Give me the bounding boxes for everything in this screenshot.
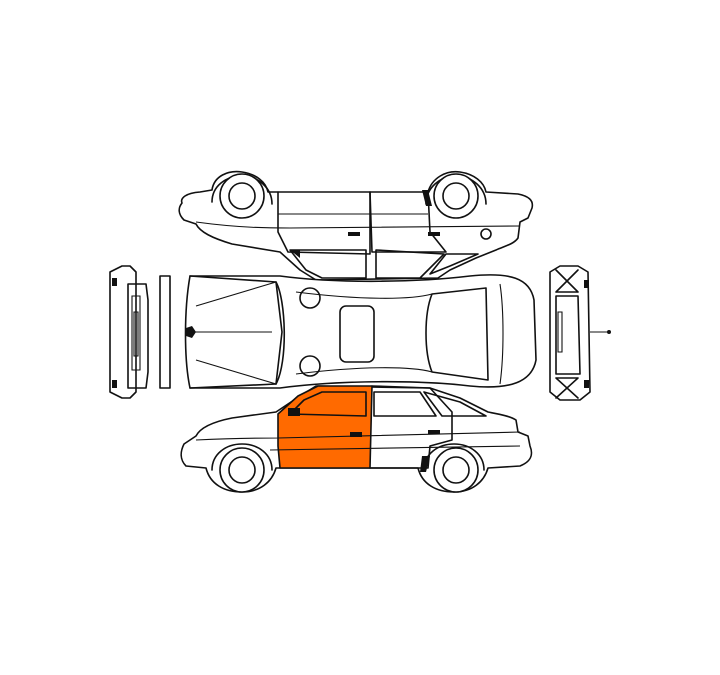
- rear-antenna-tip: [607, 330, 611, 334]
- lower-belt-line: [195, 431, 521, 441]
- rear-trunk: [555, 295, 581, 375]
- upper-rear-corner: [290, 250, 300, 258]
- upper-front-handle: [428, 232, 440, 236]
- plan-rear-window: [425, 287, 489, 381]
- plan-hood: [189, 275, 283, 389]
- front-view: [109, 265, 171, 399]
- lower-front-arch: [211, 443, 273, 471]
- lower-front-hub: [228, 456, 256, 484]
- plan-view: [184, 274, 537, 389]
- lower-pillar-mark: [420, 456, 430, 472]
- upper-quarter-window: [429, 253, 479, 275]
- plan-body-outline: [184, 274, 537, 389]
- rear-top-cross: [555, 269, 579, 293]
- rear-bottom-cross: [555, 377, 579, 399]
- upper-front-door: [369, 191, 447, 253]
- upper-pillar-mark: [422, 190, 432, 206]
- plan-windshield: [275, 281, 286, 385]
- plan-roof-edge-top: [295, 291, 433, 299]
- rear-door: [369, 385, 453, 469]
- front-grille-inner: [131, 295, 141, 371]
- rear-door-window: [373, 391, 437, 417]
- front-right-light: [112, 380, 117, 388]
- lower-rear-hub: [442, 456, 470, 484]
- upper-front-window: [375, 249, 445, 279]
- front-grille: [127, 283, 149, 389]
- plan-roof-edge-bottom: [295, 367, 433, 375]
- upper-rear-window: [289, 249, 367, 279]
- rear-door-handle: [428, 430, 440, 434]
- rear-right-light: [584, 380, 589, 388]
- lower-side-view: [180, 385, 533, 493]
- plan-right-mirror: [299, 355, 321, 377]
- upper-front-hub: [442, 182, 470, 210]
- lower-quarter-window: [423, 391, 487, 417]
- upper-rear-hub: [228, 182, 256, 210]
- rear-view: [549, 265, 611, 401]
- plan-left-mirror: [299, 287, 321, 309]
- front-left-door-highlight: [277, 385, 373, 469]
- rear-left-light: [584, 280, 589, 288]
- upper-sill-line: [195, 221, 521, 229]
- plan-sunroof: [339, 305, 375, 363]
- upper-fuel-cap: [480, 228, 492, 240]
- front-door-mirror: [288, 408, 300, 416]
- front-left-light: [112, 278, 117, 286]
- upper-side-view: [178, 170, 534, 281]
- upper-rear-handle: [348, 232, 360, 236]
- front-door-handle: [350, 432, 362, 437]
- plan-hood-crease-bottom: [195, 359, 277, 385]
- front-door-window: [289, 391, 367, 417]
- plan-front-emblem: [186, 326, 196, 338]
- plan-trunk-line: [499, 283, 504, 385]
- front-windshield-edge: [159, 275, 171, 389]
- upper-rear-door: [277, 191, 371, 255]
- front-bumper-outline: [109, 265, 137, 399]
- lower-sill-line: [269, 445, 521, 451]
- front-grille-slot: [133, 311, 139, 357]
- rear-plate: [557, 311, 563, 353]
- plan-hood-crease-top: [195, 281, 277, 307]
